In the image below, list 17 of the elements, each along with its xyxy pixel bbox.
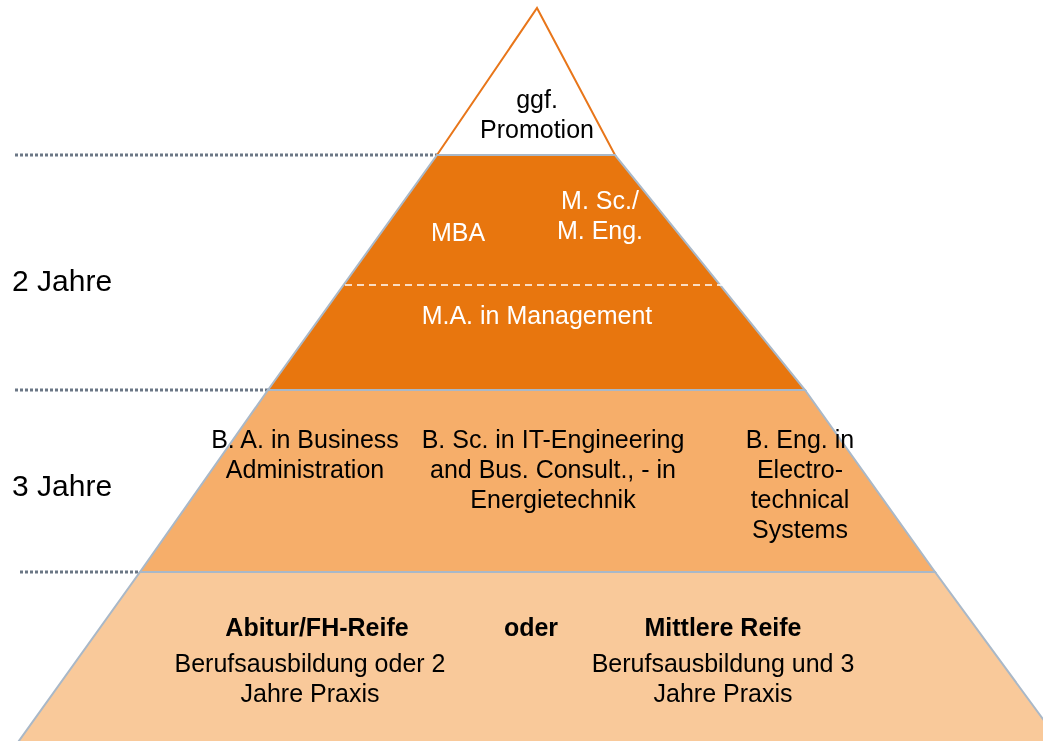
tier-text: Mittlere Reife [643, 612, 803, 642]
tier-text: B. Sc. in IT-Engineering and Bus. Consult., - in Energietechnik [420, 424, 686, 514]
duration-label: 3 Jahre [12, 468, 113, 504]
pyramid-tier [268, 155, 805, 390]
tier-text: B. Eng. in Electro-technical Systems [744, 424, 856, 544]
tier-text: Abitur/FH-Reife [224, 612, 410, 642]
tier-text: ggf. Promotion [479, 84, 595, 144]
pyramid-tier [140, 390, 935, 572]
tier-text: B. A. in Business Administration [210, 424, 400, 484]
tier-text: Berufsausbildung oder 2 Jahre Praxis [173, 648, 447, 708]
tier-text: M.A. in Management [420, 300, 654, 330]
tier-text: M. Sc./ M. Eng. [555, 185, 645, 245]
duration-label: 2 Jahre [12, 263, 113, 299]
tier-text: oder [502, 612, 560, 642]
pyramid-tier [16, 572, 1043, 741]
tier-text: Berufsausbildung und 3 Jahre Praxis [590, 648, 856, 708]
tier-text: MBA [429, 217, 487, 247]
